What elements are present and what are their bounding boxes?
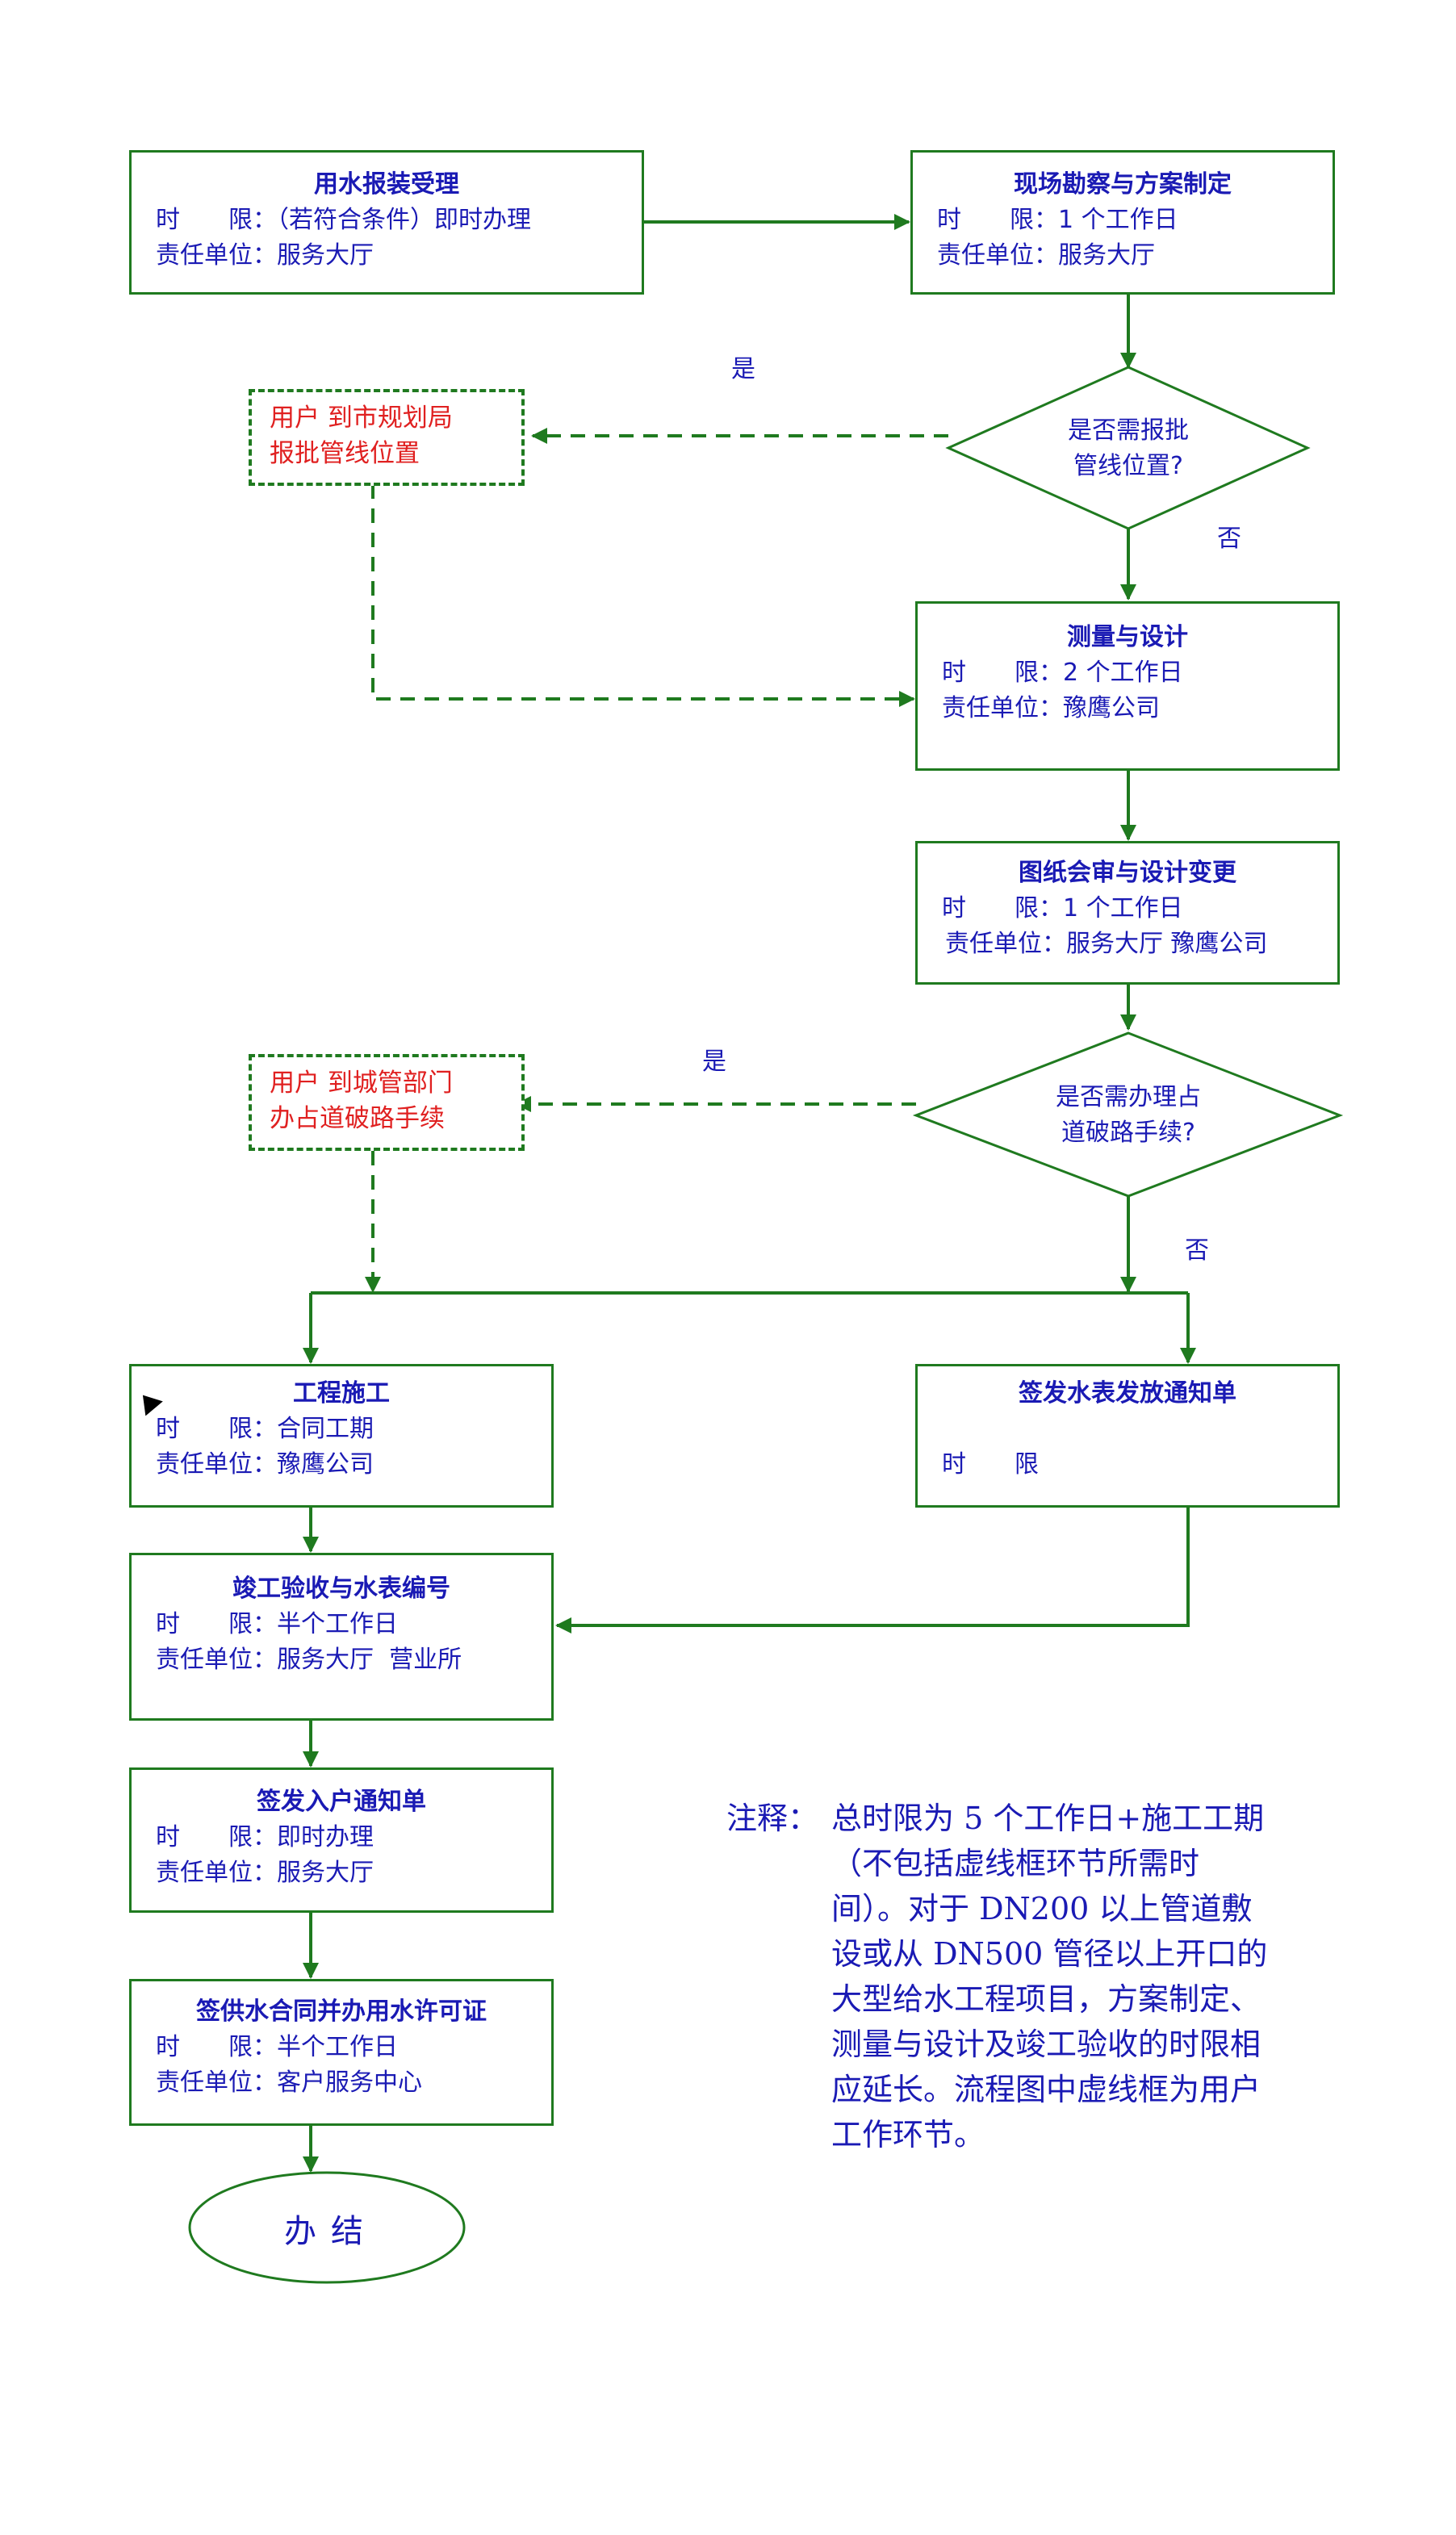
node-line: 时 限 — [942, 1450, 1039, 1479]
node-line: 用户 到市规划局 — [270, 404, 453, 433]
node-line: 时 限：合同工期 — [156, 1415, 374, 1443]
node-line: 时 限：即时办理 — [156, 1823, 374, 1851]
node-line: 时 限：2 个工作日 — [942, 659, 1183, 687]
node-line: 时 限：（若符合条件）即时办理 — [156, 206, 531, 234]
node-title: 工程施工 — [293, 1379, 390, 1408]
label-yes: 是 — [702, 1048, 726, 1076]
node-apply: 用水报装受理 时 限：（若符合条件）即时办理 责任单位：服务大厅 — [129, 150, 644, 295]
node-user-city: 用户 到城管部门 办占道破路手续 — [249, 1054, 525, 1151]
node-title: 用水报装受理 — [314, 170, 459, 199]
decision-road-shape — [912, 1031, 1344, 1198]
node-user-planning: 用户 到市规划局 报批管线位置 — [249, 389, 525, 486]
node-line: 责任单位：豫鹰公司 — [942, 694, 1160, 722]
node-line: 责任单位：客户服务中心 — [156, 2069, 422, 2097]
label-yes: 是 — [731, 355, 755, 383]
node-line: 责任单位：服务大厅 — [937, 241, 1155, 270]
node-line: 责任单位：服务大厅 — [156, 1859, 374, 1887]
node-line: 报批管线位置 — [270, 439, 420, 468]
decision-road: 是否需办理占 道破路手续? — [993, 1080, 1264, 1151]
node-line: 责任单位：豫鹰公司 — [156, 1450, 374, 1479]
edge-meter-acceptance — [555, 1508, 1190, 1634]
node-acceptance: 竣工验收与水表编号 时 限：半个工作日 责任单位：服务大厅 营业所 — [129, 1553, 554, 1721]
node-review: 图纸会审与设计变更 时 限：1 个工作日 责任单位：服务大厅 豫鹰公司 — [915, 841, 1340, 985]
node-survey: 现场勘察与方案制定 时 限：1 个工作日 责任单位：服务大厅 — [910, 150, 1335, 295]
decision-line: 是否需办理占 — [1056, 1083, 1201, 1111]
decision-approval: 是否需报批 管线位置? — [1009, 413, 1248, 484]
footnote-body: 总时限为 5 个工作日+施工工期（不包括虚线框环节所需时间）。对于 DN200 … — [831, 1801, 1268, 2152]
node-entry-notice: 签发入户通知单 时 限：即时办理 责任单位：服务大厅 — [129, 1767, 554, 1913]
node-contract: 签供水合同并办用水许可证 时 限：半个工作日 责任单位：客户服务中心 — [129, 1979, 554, 2126]
label-no: 否 — [1185, 1236, 1209, 1265]
node-title: 图纸会审与设计变更 — [1019, 859, 1236, 887]
node-measure: 测量与设计 时 限：2 个工作日 责任单位：豫鹰公司 — [915, 601, 1340, 771]
decision-line: 是否需报批 — [1068, 416, 1189, 445]
node-construction: 工程施工 时 限：合同工期 责任单位：豫鹰公司 — [129, 1364, 554, 1508]
node-title: 竣工验收与水表编号 — [232, 1575, 450, 1603]
decision-line: 管线位置? — [1073, 452, 1183, 480]
label-no: 否 — [1217, 525, 1241, 553]
node-title: 签供水合同并办用水许可证 — [196, 1997, 487, 2026]
node-line: 责任单位：服务大厅 — [156, 241, 374, 270]
decision-line: 道破路手续? — [1061, 1119, 1195, 1147]
node-line: 时 限：半个工作日 — [156, 1610, 398, 1638]
node-title: 测量与设计 — [1067, 623, 1188, 651]
node-line: 时 限：1 个工作日 — [942, 894, 1183, 922]
end-terminal-shape — [188, 2171, 466, 2284]
node-line: 责任单位：服务大厅 豫鹰公司 — [945, 930, 1268, 958]
footnote-heading: 注释： — [726, 1801, 819, 1836]
node-line: 时 限：1 个工作日 — [937, 206, 1178, 234]
node-title: 现场勘察与方案制定 — [1014, 170, 1232, 199]
node-line — [918, 1412, 1337, 1447]
decision-approval-shape — [945, 366, 1311, 530]
node-line: 用户 到城管部门 — [270, 1069, 453, 1098]
node-meter-notice: 签发水表发放通知单 时 限 — [915, 1364, 1340, 1508]
node-title: 签发水表发放通知单 — [1019, 1379, 1236, 1408]
edge-planning-measure — [371, 484, 915, 707]
node-line: 办占道破路手续 — [270, 1104, 445, 1133]
node-title: 签发入户通知单 — [257, 1788, 426, 1816]
footnote: 注释： 总时限为 5 个工作日+施工工期（不包括虚线框环节所需时间）。对于 DN… — [726, 1796, 1275, 2157]
end-terminal: 办结 — [284, 2213, 378, 2250]
node-line: 时 限：半个工作日 — [156, 2033, 398, 2061]
node-line: 责任单位：服务大厅 营业所 — [156, 1646, 462, 1674]
